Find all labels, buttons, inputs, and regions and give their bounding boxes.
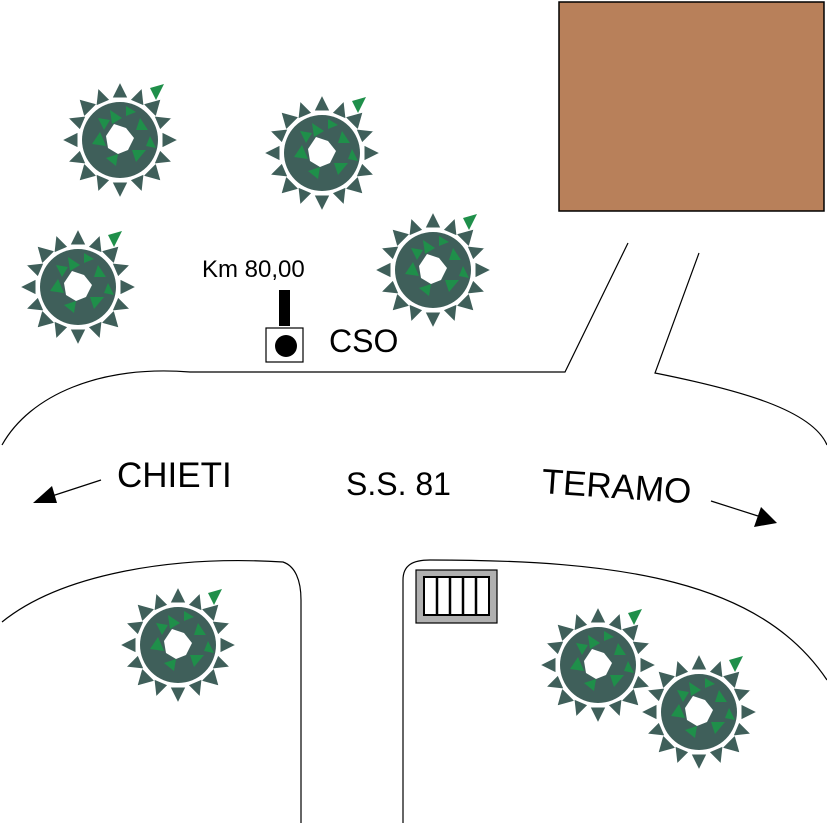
tree-icon (374, 211, 492, 329)
road-edges (1, 242, 827, 823)
building (558, 1, 825, 212)
tree-icon (539, 606, 657, 724)
circle-in-square-icon (265, 327, 304, 363)
tree-icon (61, 81, 179, 199)
direction-left-label: CHIETI (117, 456, 232, 495)
grate-icon (415, 569, 498, 624)
arrow-icon (33, 479, 102, 503)
road-name-label: S.S. 81 (346, 466, 451, 502)
arrow-icon (710, 500, 777, 527)
tree-icon (119, 586, 237, 704)
km-marker-label: Km 80,00 (202, 256, 305, 283)
tree-icon (19, 228, 137, 346)
cso-label: CSO (329, 323, 398, 359)
direction-right-label: TERAMO (540, 462, 692, 511)
tree-icon (640, 653, 758, 771)
post-icon (279, 290, 290, 326)
tree-icon (263, 94, 381, 212)
